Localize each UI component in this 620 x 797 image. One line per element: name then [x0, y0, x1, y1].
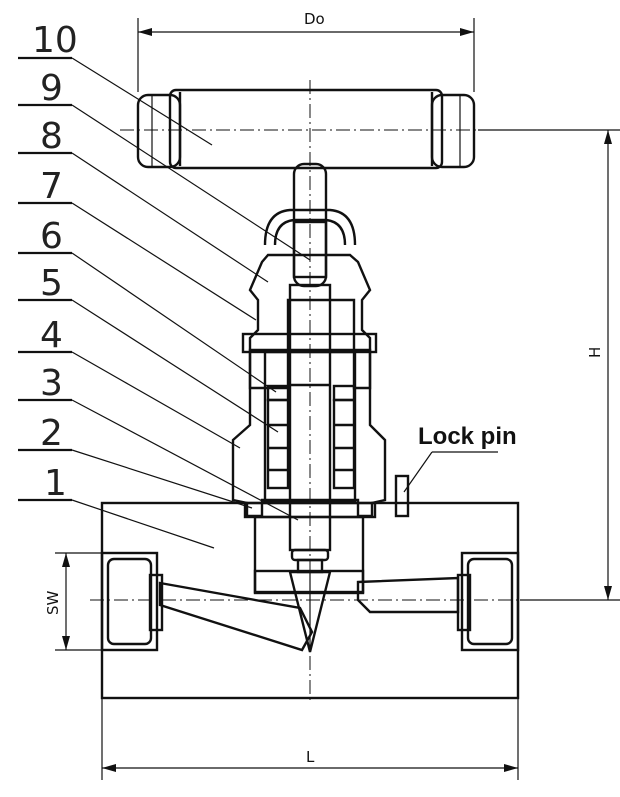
dimension-label-l: L: [306, 748, 315, 766]
dimension-label-h: H: [586, 347, 604, 358]
lock-pin: [394, 474, 410, 518]
part-number-9: 9: [40, 68, 63, 109]
part-number-2: 2: [40, 413, 63, 454]
part-number-3: 3: [40, 363, 63, 404]
part-number-8: 8: [40, 116, 63, 157]
part-number-1: 1: [44, 463, 67, 504]
dimension-do: [137, 18, 475, 92]
packing-rings: [266, 398, 356, 490]
part-number-leaders: [18, 56, 311, 549]
part-number-5: 5: [40, 263, 63, 304]
packing-washer: [266, 384, 356, 402]
dimension-label-do: Do: [304, 10, 325, 28]
t-handle: [136, 88, 476, 170]
part-number-6: 6: [40, 216, 63, 257]
dimension-label-sw: SW: [44, 590, 62, 615]
part-number-4: 4: [40, 315, 63, 356]
lock-pin-leader: [403, 451, 498, 493]
part-number-7: 7: [40, 166, 63, 207]
part-number-10: 10: [32, 20, 78, 61]
gland-nut: [248, 253, 372, 390]
dimension-sw: [55, 552, 105, 651]
dimension-l: [101, 698, 519, 780]
lock-pin-label: Lock pin: [418, 423, 517, 450]
center-lines: [90, 80, 535, 700]
bonnet: [231, 332, 387, 518]
dimension-h: [478, 129, 620, 601]
